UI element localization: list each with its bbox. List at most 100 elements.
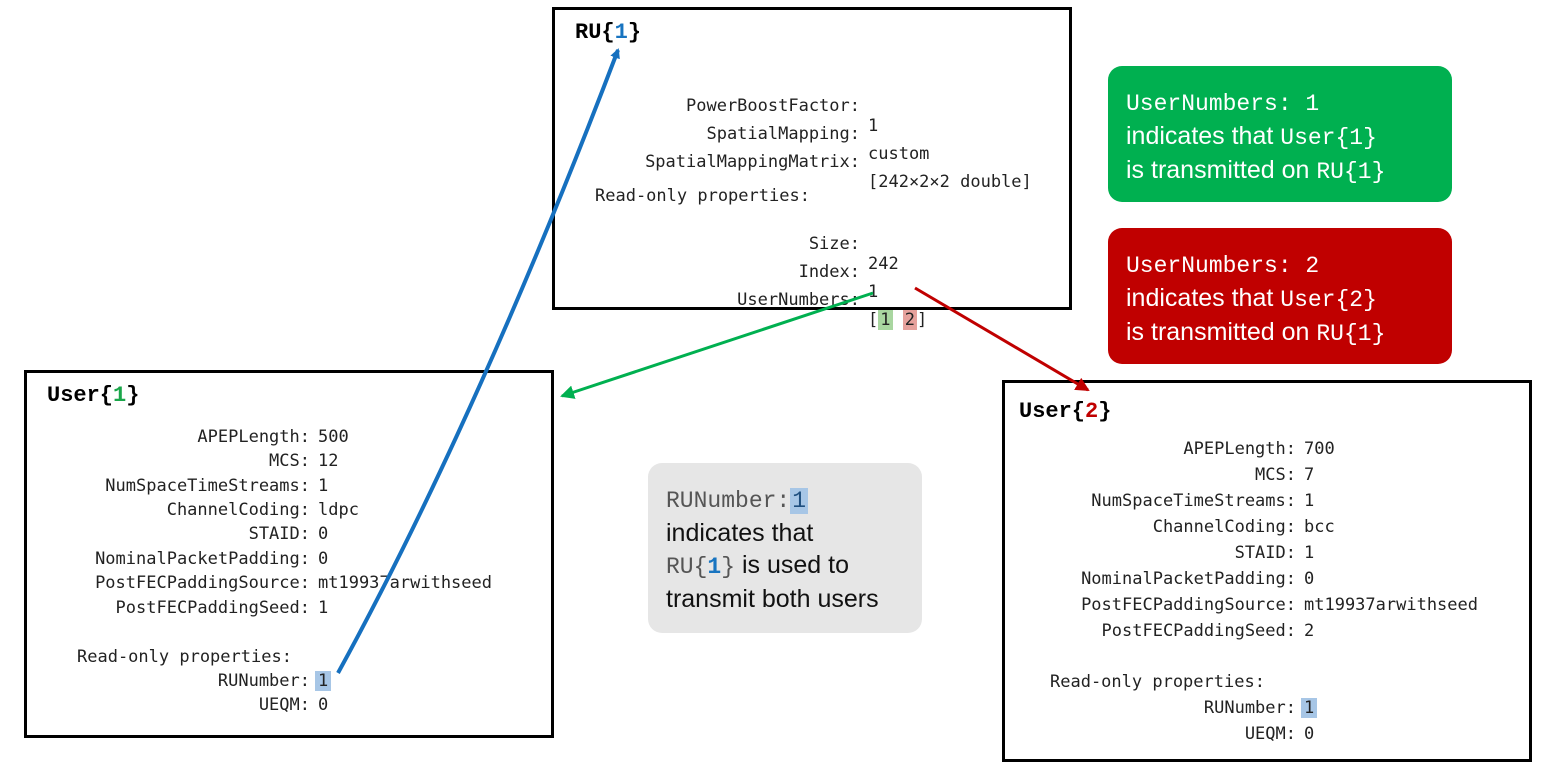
callout-red-line3-text: is transmitted on <box>1126 318 1317 346</box>
user2-prop-value: 7 <box>1304 465 1315 485</box>
ru-prop-value: custom <box>868 144 930 164</box>
user1-runumber-value: 1 <box>315 671 332 691</box>
user2-prop-key: PostFECPaddingSeed: <box>1101 621 1296 641</box>
user1-prop-key: PostFECPaddingSeed: <box>115 598 310 618</box>
user1-prop-key: NumSpaceTimeStreams: <box>105 476 310 496</box>
callout-green-line3-text: is transmitted on <box>1126 156 1317 184</box>
ru-readonly-value: 1 <box>868 282 879 302</box>
user1-prop-value: 0 <box>318 524 329 544</box>
user2-runumber-key: RUNumber: <box>1203 698 1296 718</box>
callout-grey-line3-code-b: } <box>721 554 736 580</box>
user1-prop-value: 500 <box>318 427 349 447</box>
user1-prop-key: ChannelCoding: <box>166 500 310 520</box>
user1-prop-key: STAID: <box>248 524 310 544</box>
callout-grey-line1-number: 1 <box>790 488 809 514</box>
callout-red-line2-code: User{2} <box>1280 287 1377 313</box>
user2-runumber-value: 1 <box>1301 698 1318 718</box>
user2-title-number: 2 <box>1085 399 1099 424</box>
callout-red-line1: UserNumbers: 2 <box>1126 253 1320 279</box>
user1-prop-value: 1 <box>318 598 329 618</box>
callout-grey-line3-text: is used to <box>735 551 849 579</box>
user1-title-suffix: } <box>126 383 140 408</box>
user1-prop-value: mt19937arwithseed <box>318 573 492 593</box>
user1-prop-key: MCS: <box>269 451 310 471</box>
runumber-callout: RUNumber:1 indicates that RU{1} is used … <box>648 463 922 633</box>
user1-title-number: 1 <box>113 383 127 408</box>
user2-prop-key: PostFECPaddingSource: <box>1081 595 1296 615</box>
user1-prop-key: NominalPacketPadding: <box>95 549 310 569</box>
ru-title-number: 1 <box>614 20 628 45</box>
user2-prop-key: STAID: <box>1234 543 1296 563</box>
ru-panel-title: RU{1} <box>575 20 641 45</box>
user2-title-suffix: } <box>1098 399 1112 424</box>
user2-title-prefix: User{ <box>1019 399 1086 424</box>
usernumbers-value-1: 1 <box>878 310 893 330</box>
callout-grey-line2: indicates that <box>666 519 814 547</box>
callout-green-line2-code: User{1} <box>1280 125 1377 151</box>
callout-grey-line1-code: RUNumber: <box>666 488 791 514</box>
user1-prop-value: 12 <box>318 451 339 471</box>
usernumbers-value-2: 2 <box>902 310 917 330</box>
callout-grey-line3-code-a: RU{ <box>666 554 708 580</box>
ru-prop-value: 1 <box>868 116 879 136</box>
user1-prop-value: 0 <box>318 549 329 569</box>
ru-prop-row: SpatialMappingMatrix: [242×2×2 double] <box>555 132 1032 212</box>
ru-readonly-key: Size: <box>808 234 860 254</box>
callout-green-line3-code: RU{1} <box>1316 159 1386 185</box>
ru-title-suffix: } <box>627 20 642 45</box>
user1-runumber-key: RUNumber: <box>217 671 310 691</box>
ru-prop-value: [242×2×2 double] <box>868 172 1032 192</box>
callout-green-line2-text: indicates that <box>1126 122 1281 150</box>
user2-prop-key: MCS: <box>1255 465 1296 485</box>
ru-usernumbers-key: UserNumbers: <box>737 290 860 310</box>
user1-ueqm-value: 0 <box>318 695 329 715</box>
user1-readonly-header: Read-only properties: <box>77 647 292 667</box>
ru-title-prefix: RU{ <box>575 20 615 45</box>
user1-panel-title: User{1} <box>47 383 139 408</box>
user2-ueqm-key: UEQM: <box>1244 724 1296 744</box>
user2-prop-key: APEPLength: <box>1183 439 1296 459</box>
callout-green-line1: UserNumbers: 1 <box>1126 91 1320 117</box>
user-1-panel: User{1} APEPLength:500 MCS:12 NumSpaceTi… <box>24 370 554 738</box>
user2-prop-key: NumSpaceTimeStreams: <box>1091 491 1296 511</box>
user2-prop-value: 1 <box>1304 491 1315 511</box>
user1-prop-key: PostFECPaddingSource: <box>95 573 310 593</box>
ru-readonly-key: Index: <box>798 262 860 282</box>
ru-readonly-value: 242 <box>868 254 899 274</box>
user1-title-prefix: User{ <box>47 383 114 408</box>
callout-grey-line4: transmit both users <box>666 585 879 613</box>
ru-usernumbers-row: UserNumbers: [1 2] <box>555 270 927 350</box>
ru-prop-row: PowerBoostFactor: 1 <box>555 76 878 156</box>
ru-readonly-header: Read-only properties: <box>595 186 810 206</box>
user1-ueqm-key: UEQM: <box>258 695 310 715</box>
ru-1-panel: RU{1} PowerBoostFactor: 1 SpatialMapping… <box>552 7 1072 330</box>
ru-prop-key: SpatialMappingMatrix: <box>645 152 860 172</box>
ru-prop-key: SpatialMapping: <box>706 124 860 144</box>
user2-prop-value: 1 <box>1304 543 1315 563</box>
user2-prop-key: NominalPacketPadding: <box>1081 569 1296 589</box>
user2-readonly-header: Read-only properties: <box>1050 672 1265 692</box>
user2-prop-value: mt19937arwithseed <box>1304 595 1478 615</box>
user2-prop-value: 0 <box>1304 569 1315 589</box>
user1-prop-value: ldpc <box>318 500 359 520</box>
ru-prop-key: PowerBoostFactor: <box>686 96 860 116</box>
user2-prop-value: 2 <box>1304 621 1315 641</box>
callout-red-line3-code: RU{1} <box>1316 321 1386 347</box>
user1-prop-key: APEPLength: <box>197 427 310 447</box>
user-2-panel: User{2} APEPLength:700 MCS:7 NumSpaceTim… <box>1002 380 1532 762</box>
ru-usernumbers-value: [1 2] <box>868 310 927 330</box>
usernumbers-2-callout: UserNumbers: 2 indicates that User{2} is… <box>1108 228 1452 364</box>
callout-grey-line3-number: 1 <box>707 554 722 580</box>
user2-prop-key: ChannelCoding: <box>1152 517 1296 537</box>
usernumbers-open-bracket: [ <box>868 310 879 330</box>
callout-red-line2-text: indicates that <box>1126 284 1281 312</box>
user2-prop-value: bcc <box>1304 517 1335 537</box>
user2-prop-value: 700 <box>1304 439 1335 459</box>
ru-prop-row: SpatialMapping: custom <box>555 104 929 184</box>
ru-readonly-row: Size: 242 <box>555 214 899 294</box>
usernumbers-1-callout: UserNumbers: 1 indicates that User{1} is… <box>1108 66 1452 202</box>
user2-ueqm-value: 0 <box>1304 724 1315 744</box>
user2-panel-title: User{2} <box>1019 399 1111 424</box>
usernumbers-close-bracket: ] <box>917 310 928 330</box>
user1-prop-value: 1 <box>318 476 329 496</box>
